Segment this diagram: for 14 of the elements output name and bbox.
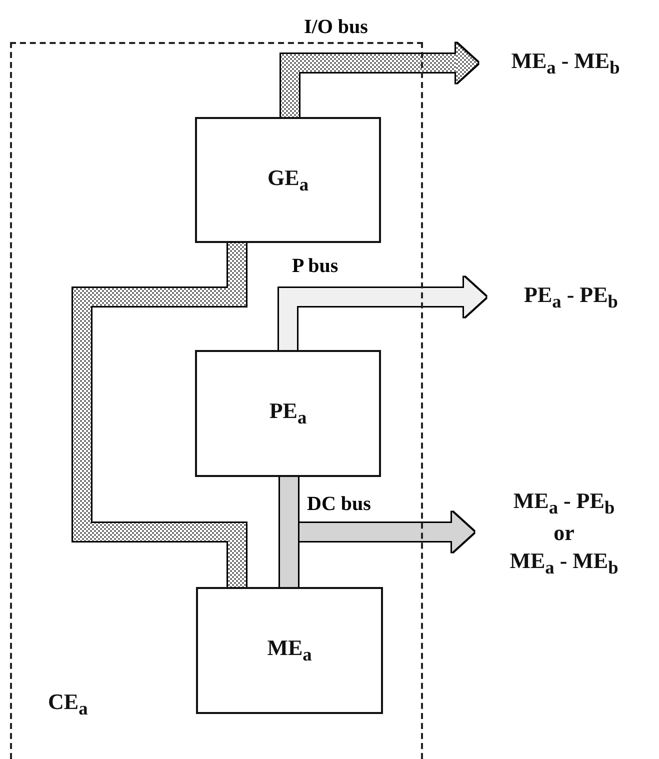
node-label: ME$_{a}$ - PE$_{b}$ [513,486,615,520]
unit-box [196,587,383,714]
node-label: ME$_{a}$ [267,634,312,667]
node-label: or [554,519,574,547]
node-label: PE$_{a}$ - PE$_{b}$ [524,280,618,314]
node-label: CE$_{a}$ [48,688,88,719]
node-label: PE$_{a}$ [269,397,307,430]
node-label: ME$_{a}$ - ME$_{b}$ [511,46,620,80]
node-label: ME$_{a}$ - ME$_{b}$ [510,546,618,580]
bus-arrow [279,277,486,350]
node-label: GE$_{a}$ [268,164,308,196]
unit-box [195,117,381,243]
dashed-boundary [10,42,423,759]
unit-box [195,350,381,477]
